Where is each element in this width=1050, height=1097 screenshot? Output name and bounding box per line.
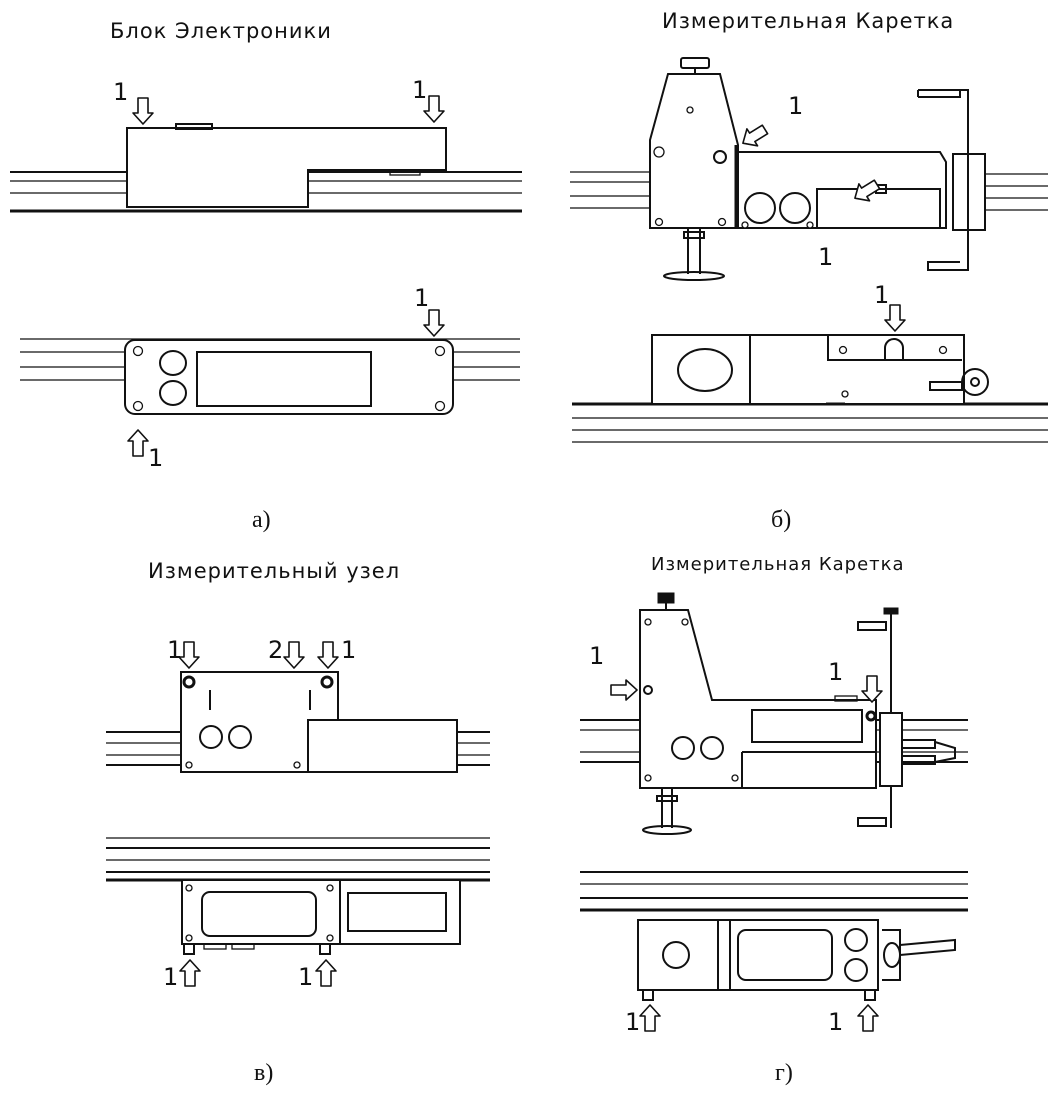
label-1: 1 [625, 1008, 640, 1036]
label-1: 1 [298, 963, 313, 991]
panel-b: Измерительная Каретка [570, 9, 1048, 533]
label-1: 1 [148, 444, 163, 472]
label-1: 1 [828, 658, 843, 686]
electronics-block-side [126, 127, 447, 208]
panel-g: Измерительная Каретка [580, 554, 968, 1086]
label-2: 2 [268, 636, 283, 664]
panel-v-title: Измерительный узел [148, 559, 400, 583]
panel-a-front-view: 1 1 [20, 284, 520, 472]
button [159, 350, 187, 376]
measuring-unit-body [307, 719, 458, 773]
arrow-down-icon [132, 97, 154, 125]
label-1: 1 [113, 78, 128, 106]
arrow-up-icon [179, 959, 201, 987]
label-1: 1 [412, 76, 427, 104]
panel-b-top-view: 1 1 [570, 57, 1048, 281]
panel-a: Блок Электроники 1 1 [10, 19, 522, 533]
button [159, 380, 187, 406]
label-1: 1 [818, 243, 833, 271]
arrow-up-icon [857, 1004, 879, 1032]
arrow-up-icon [639, 1004, 661, 1032]
label-1: 1 [828, 1008, 843, 1036]
arrow-down-icon [283, 641, 305, 669]
label-1: 1 [167, 636, 182, 664]
arrow-down-icon [317, 641, 339, 669]
panel-a-top-view: 1 1 [10, 76, 522, 213]
panel-v: Измерительный узел 1 2 1 [106, 559, 490, 1086]
panel-b-side-view: 1 [572, 281, 1048, 443]
label-1: 1 [874, 281, 889, 309]
arrow-up-icon [315, 959, 337, 987]
arrow-right-icon [610, 679, 638, 701]
panel-g-caption: г) [775, 1060, 793, 1086]
display-window [196, 351, 372, 407]
clamp [879, 712, 903, 787]
arrow-up-icon [127, 429, 149, 457]
arrow-down-icon [861, 675, 883, 703]
carriage-body [639, 609, 877, 789]
label-1: 1 [341, 636, 356, 664]
panel-v-bottom-view: 1 1 [106, 837, 490, 991]
connector-top [175, 123, 213, 130]
panel-g-title: Измерительная Каретка [651, 554, 905, 575]
label-1: 1 [589, 642, 604, 670]
panel-v-top-view: 1 2 1 [106, 636, 490, 773]
label-1: 1 [788, 92, 803, 120]
label-1: 1 [414, 284, 429, 312]
arrow-down-icon [423, 309, 445, 337]
panel-a-title: Блок Электроники [110, 19, 332, 43]
label-1: 1 [163, 963, 178, 991]
panel-v-caption: в) [254, 1060, 273, 1086]
arrow-icon [736, 120, 772, 153]
panel-g-top-view: 1 1 [580, 592, 968, 835]
panel-b-caption: б) [771, 507, 791, 533]
panel-b-title: Измерительная Каретка [662, 9, 954, 33]
panel-a-caption: а) [252, 507, 271, 533]
panel-g-bottom-view: 1 1 [580, 871, 968, 1036]
